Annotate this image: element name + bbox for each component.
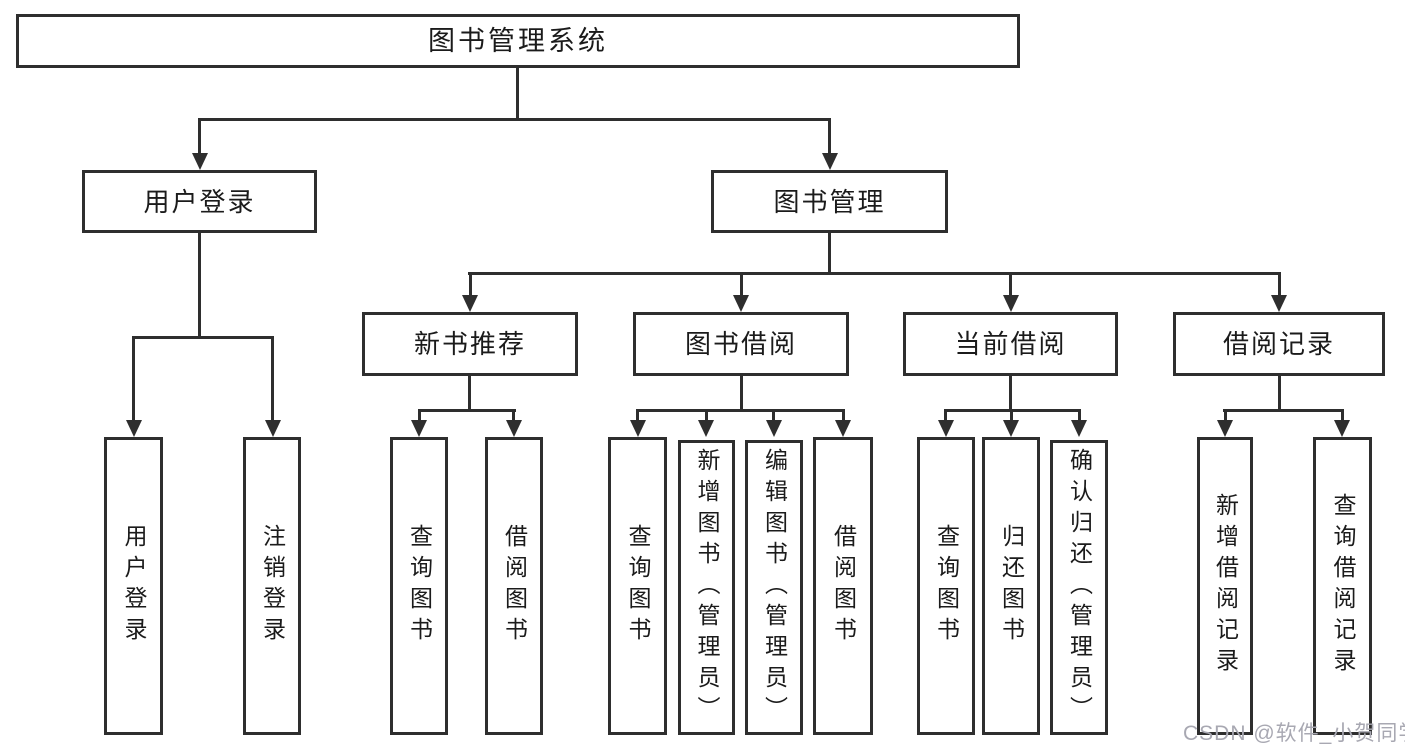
arrowhead-icon — [698, 420, 714, 437]
arrowhead-icon — [1334, 420, 1350, 437]
arrowhead-icon — [1071, 420, 1087, 437]
connector-line — [1224, 409, 1227, 421]
arrowhead-icon — [265, 420, 281, 437]
connector-line — [842, 409, 845, 421]
leaf-user-login: 用户登录 — [104, 437, 163, 735]
connector-line — [198, 233, 201, 336]
connector-line — [772, 409, 775, 421]
connector-line — [512, 409, 515, 421]
leaf-return-book: 归还图书 — [982, 437, 1040, 735]
connector-line — [1009, 272, 1012, 296]
connector-line — [198, 118, 201, 156]
arrowhead-icon — [630, 420, 646, 437]
arrowhead-icon — [411, 420, 427, 437]
node-new-book-recommend: 新书推荐 — [362, 312, 578, 376]
arrowhead-icon — [462, 295, 478, 312]
arrowhead-icon — [766, 420, 782, 437]
leaf-add-book-admin: 新增图书（管理员） — [678, 440, 735, 735]
leaf-borrow-book: 借阅图书 — [813, 437, 873, 735]
connector-line — [1010, 409, 1013, 421]
arrowhead-icon — [1003, 420, 1019, 437]
connector-line — [132, 336, 274, 339]
connector-line — [705, 409, 708, 421]
leaf-add-borrow-record: 新增借阅记录 — [1197, 437, 1253, 735]
arrowhead-icon — [733, 295, 749, 312]
arrowhead-icon — [1003, 295, 1019, 312]
connector-line — [132, 336, 135, 421]
node-current-borrow: 当前借阅 — [903, 312, 1118, 376]
leaf-edit-book-admin: 编辑图书（管理员） — [745, 440, 803, 735]
connector-line — [468, 376, 471, 409]
leaf-query-borrow-record: 查询借阅记录 — [1313, 437, 1372, 735]
arrowhead-icon — [938, 420, 954, 437]
connector-line — [1223, 409, 1344, 412]
arrowhead-icon — [126, 420, 142, 437]
connector-line — [636, 409, 844, 412]
connector-line — [828, 118, 831, 156]
node-borrow-records: 借阅记录 — [1173, 312, 1385, 376]
leaf-query-book-current: 查询图书 — [917, 437, 975, 735]
leaf-borrow-book-recommend: 借阅图书 — [485, 437, 543, 735]
leaf-query-book-borrow: 查询图书 — [608, 437, 667, 735]
node-user-login: 用户登录 — [82, 170, 317, 233]
node-book-management: 图书管理 — [711, 170, 948, 233]
csdn-watermark: CSDN @软件_小贺同学 — [1183, 722, 1405, 745]
connector-line — [418, 409, 421, 421]
arrowhead-icon — [192, 153, 208, 170]
leaf-logout: 注销登录 — [243, 437, 301, 735]
connector-line — [740, 272, 743, 296]
arrowhead-icon — [1271, 295, 1287, 312]
connector-line — [271, 336, 274, 421]
connector-line — [516, 68, 519, 118]
connector-line — [636, 409, 639, 421]
connector-line — [418, 409, 516, 412]
connector-line — [1078, 409, 1081, 421]
connector-line — [468, 272, 1281, 275]
arrowhead-icon — [506, 420, 522, 437]
leaf-query-book-recommend: 查询图书 — [390, 437, 448, 735]
arrowhead-icon — [1217, 420, 1233, 437]
arrowhead-icon — [835, 420, 851, 437]
connector-line — [828, 233, 831, 272]
connector-line — [198, 118, 831, 121]
connector-line — [469, 272, 472, 296]
leaf-confirm-return-admin: 确认归还（管理员） — [1050, 440, 1108, 735]
node-book-borrow: 图书借阅 — [633, 312, 849, 376]
connector-line — [1009, 376, 1012, 409]
connector-line — [1341, 409, 1344, 421]
connector-line — [1278, 376, 1281, 409]
connector-line — [944, 409, 947, 421]
connector-line — [740, 376, 743, 409]
node-library-system: 图书管理系统 — [16, 14, 1020, 68]
connector-line — [1278, 272, 1281, 296]
arrowhead-icon — [822, 153, 838, 170]
